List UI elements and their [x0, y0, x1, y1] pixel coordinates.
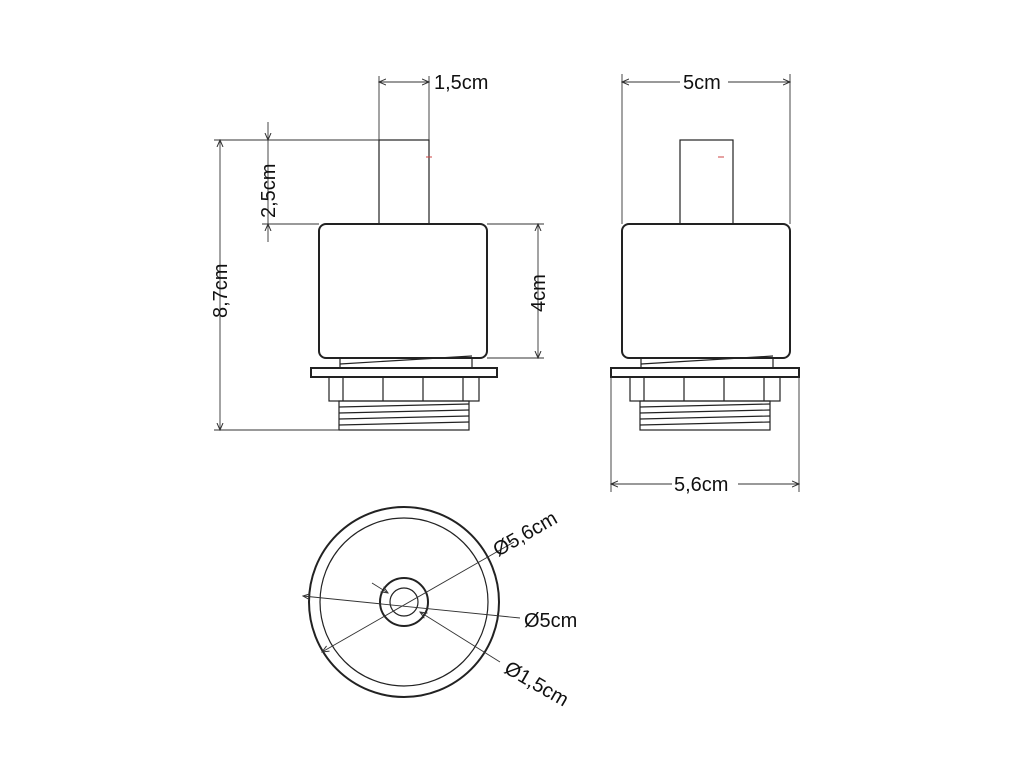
outer-circle [308, 506, 500, 698]
label-body-height: 4cm [528, 274, 550, 312]
label-pin-height: 2,5cm [258, 164, 280, 218]
front-nut [328, 376, 480, 402]
label-inner-diameter: Ø1,5cm [501, 657, 573, 711]
side-flange [610, 367, 800, 378]
front-flange [310, 367, 498, 378]
middle-circle [319, 517, 489, 687]
front-pin [378, 139, 430, 225]
label-outer-diameter: Ø5,6cm [490, 507, 562, 561]
label-top-width: 5cm [683, 72, 721, 94]
side-body [621, 223, 791, 359]
inner-circle [389, 587, 419, 617]
side-nut [629, 376, 781, 402]
side-view: 5cm 5,6cm [610, 68, 800, 496]
front-view: 1,5cm 2,5cm 8,7cm 4cm [210, 72, 550, 430]
front-thread [338, 400, 470, 431]
label-total-height: 8,7cm [210, 264, 232, 318]
label-base-width: 5,6cm [674, 474, 728, 496]
front-body [318, 223, 488, 359]
side-pin [679, 139, 734, 225]
inner-circle-outer [379, 577, 429, 627]
label-pin-width: 1,5cm [434, 72, 488, 94]
label-middle-diameter: Ø5cm [524, 610, 577, 632]
side-thread [639, 400, 771, 431]
top-view: Ø5,6cm Ø5cm Ø1,5cm [303, 506, 577, 711]
